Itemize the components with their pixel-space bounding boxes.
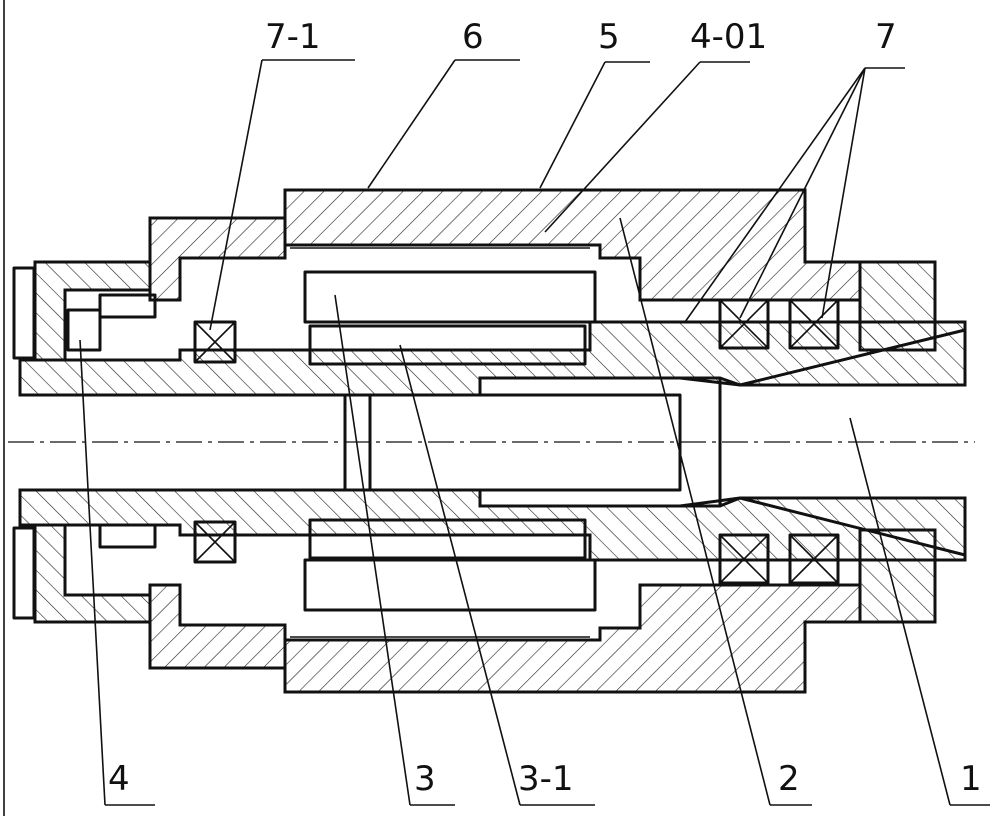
rear-cap — [12, 216, 287, 670]
label-7-1: 7-1 — [265, 17, 321, 57]
front-bearings — [718, 298, 840, 585]
spindle-shaft — [18, 320, 967, 562]
label-3: 3 — [414, 759, 436, 799]
label-1: 1 — [960, 759, 982, 799]
encoder-detail — [66, 293, 157, 549]
label-3-1: 3-1 — [518, 759, 574, 799]
motor-stator-lower — [303, 558, 597, 612]
callout-labels: 7-1 6 5 4-01 7 4 3 3-1 2 — [79, 17, 990, 806]
motor-stator-upper — [303, 270, 597, 324]
label-7: 7 — [875, 17, 897, 57]
label-2: 2 — [778, 759, 800, 799]
cooling-grooves — [290, 247, 590, 638]
rear-bearings — [193, 320, 237, 564]
label-4-01: 4-01 — [690, 17, 767, 57]
motor-rotor-lower — [308, 518, 587, 560]
motor-rotor-upper — [308, 324, 587, 366]
label-5: 5 — [598, 17, 620, 57]
label-4: 4 — [108, 759, 130, 799]
label-6: 6 — [462, 17, 484, 57]
